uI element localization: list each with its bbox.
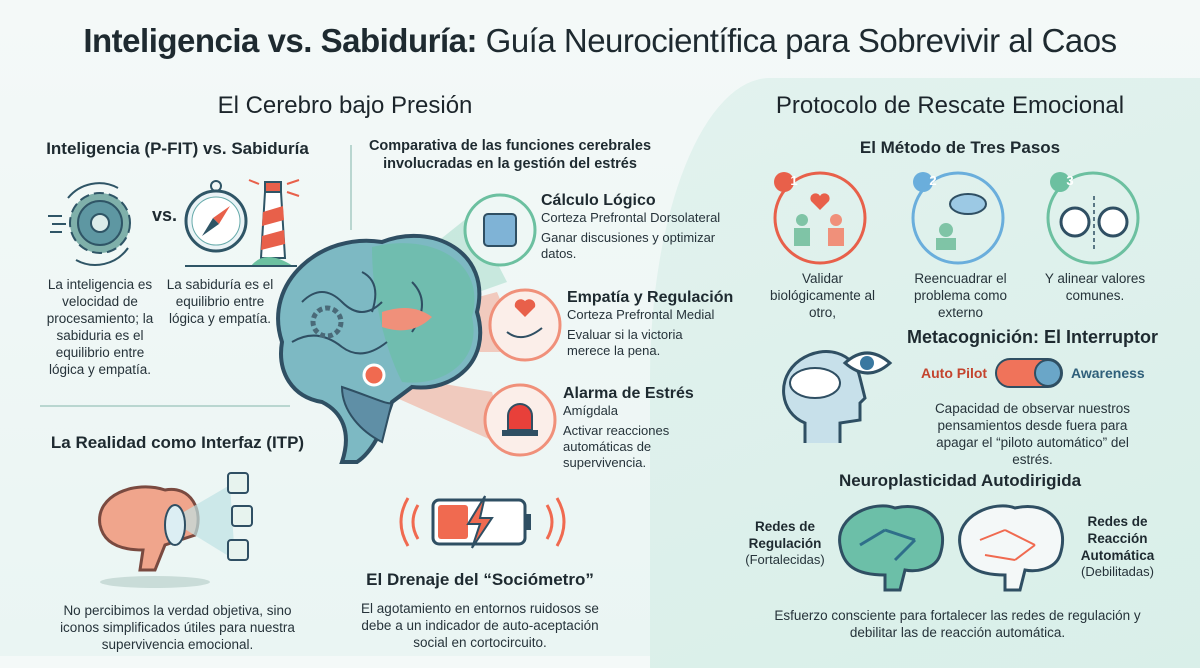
right-heading: Protocolo de Rescate Emocional [775,92,1125,119]
itp-heading: La Realidad como Interfaz (ITP) [50,433,305,452]
pfit-heading: Inteligencia (P-FIT) vs. Sabiduría [46,139,309,158]
toggle-knob[interactable] [1034,359,1062,387]
steps-heading: El Método de Tres Pasos [859,138,1061,157]
awareness-label: Awareness [1071,365,1145,381]
horizontal-divider [40,405,290,407]
step-number-1: 1 [790,173,798,188]
step-number-2: 2 [929,173,937,188]
three-steps-icons [773,171,1140,265]
regulation-networks-label: Redes de Regulación (Fortalecidas) [745,519,825,567]
item-region: Corteza Prefrontal Medial [567,307,715,322]
brain-interface-icon [98,472,253,588]
neuroplasticity-brains [838,504,1065,592]
step-number-3: 3 [1066,173,1074,188]
brain-illustration [276,193,562,464]
page-title: Inteligencia vs. Sabiduría: Guía Neuroci… [83,22,1117,59]
meta-heading: Metacognición: El Interruptor [906,327,1158,347]
meta-text: Capacidad de observar nuestros pensamien… [934,401,1131,467]
item-title: Empatía y Regulación [567,289,734,306]
step-text-3: Y alinear valores comunes. [1044,271,1146,303]
step-text-1: Validar biológicamente al otro, [769,271,876,320]
automatic-networks-label: Redes de Reacción Automática (Debilitada… [1080,514,1155,579]
item-desc: Activar reacciones automáticas de superv… [563,423,670,470]
item-title: Alarma de Estrés [563,385,694,402]
intelligence-text: La inteligencia es velocidad de procesam… [46,277,154,377]
step-text-2: Reencuadrar el problema como externo [913,271,1008,320]
neuro-text: Esfuerzo consciente para fortalecer las … [774,608,1141,640]
wisdom-text: La sabiduría es el equilibrio entre lógi… [166,277,274,326]
item-region: Corteza Prefrontal Dorsolateral [541,210,721,225]
compass-lighthouse-icon [184,179,300,267]
autopilot-toggle[interactable] [995,358,1063,388]
item-region: Amígdala [563,403,618,418]
itp-text: No percibimos la verdad objetiva, sino i… [60,603,295,652]
drain-heading: El Drenaje del “Sociómetro” [366,570,594,589]
vertical-divider [350,145,352,230]
gear-icon [48,182,131,266]
left-heading: El Cerebro bajo Presión [217,92,473,119]
compare-heading: Comparativa de las funciones cerebrales … [368,138,652,172]
neuro-heading: Neuroplasticidad Autodirigida [838,471,1082,490]
item-title: Cálculo Lógico [541,192,656,209]
compare-item-empathy: Empatía y Regulación Corteza Prefrontal … [567,289,737,359]
battery-icon [399,495,566,549]
vs-label: vs. [152,205,178,225]
autopilot-label: Auto Pilot [921,365,988,381]
item-desc: Evaluar si la victoria merece la pena. [567,327,683,358]
head-eye-icon [782,350,893,443]
compare-item-logic: Cálculo Lógico Corteza Prefrontal Dorsol… [541,192,741,262]
drain-text: El agotamiento en entornos ruidosos se d… [361,601,599,650]
item-desc: Ganar discusiones y optimizar datos. [541,230,716,261]
compare-item-alarm: Alarma de Estrés Amígdala Activar reacci… [563,385,703,471]
